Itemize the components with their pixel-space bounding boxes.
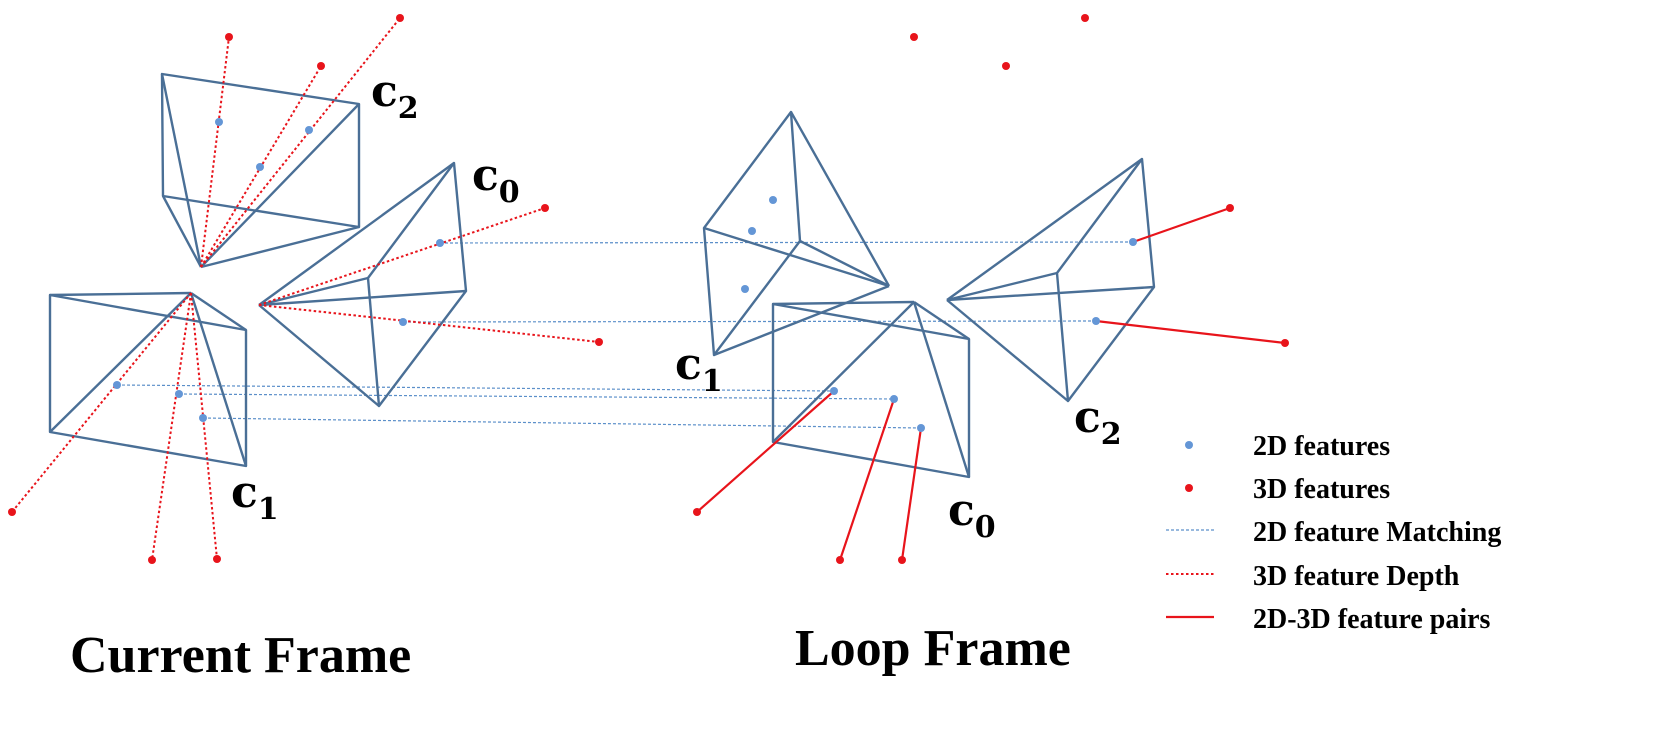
legend-blue-dot-icon [1185, 441, 1193, 449]
loop-camera-c1 [702, 110, 891, 357]
match-line [439, 241, 1134, 244]
label-current-c2: c2 [371, 66, 419, 126]
feature-3d-dot [910, 33, 918, 41]
feature-3d-dot [225, 33, 233, 41]
depth-rays [11, 17, 600, 561]
feature-3d-dot [898, 556, 906, 564]
feature-2d-dot [741, 285, 749, 293]
feature-2d-dot [436, 239, 444, 247]
feature-3d-dot [213, 555, 221, 563]
feature-2d-dot [113, 381, 121, 389]
match-line [178, 393, 895, 400]
legend-red-dot-icon [1185, 484, 1193, 492]
feature-3d-dot [8, 508, 16, 516]
title-current-frame: Current Frame [70, 627, 411, 684]
title-loop-frame: Loop Frame [795, 620, 1071, 677]
feature-3d-dot [836, 556, 844, 564]
legend-label: 2D features [1253, 431, 1390, 462]
feature-3d-dot [595, 338, 603, 346]
feature-2d-dot [830, 387, 838, 395]
feature-2d-dot [305, 126, 313, 134]
feature-2d-dot [890, 395, 898, 403]
image-plane [366, 161, 468, 408]
feature-2d-dot [215, 118, 223, 126]
feature-pairs [696, 206, 1286, 561]
features-3d [8, 14, 1289, 564]
feature-3d-dot [317, 62, 325, 70]
feature-2d-dot [769, 196, 777, 204]
feature-3d-dot [1002, 62, 1010, 70]
label-loop-c0: c0 [948, 485, 996, 545]
image-plane [48, 293, 248, 468]
current-camera-c1 [48, 291, 248, 468]
label-current-c1: c1 [231, 467, 279, 527]
legend-label: 3D features [1253, 474, 1390, 505]
loop-camera-c0 [771, 300, 971, 479]
match-line [202, 417, 922, 429]
matching-lines [116, 241, 1134, 429]
feature-3d-dot [693, 508, 701, 516]
image-plane [1055, 157, 1156, 403]
feature-3d-dot [1226, 204, 1234, 212]
feature-2d-dot [199, 414, 207, 422]
feature-3d-dot [1281, 339, 1289, 347]
feature-3d-dot [396, 14, 404, 22]
current-camera-c2 [160, 72, 361, 269]
feature-2d-dot [748, 227, 756, 235]
feature-3d-dot [148, 556, 156, 564]
feature-2d-dot [175, 390, 183, 398]
loop-camera-c2 [946, 157, 1156, 403]
legend-label: 2D-3D feature pairs [1253, 604, 1491, 635]
match-line [116, 384, 835, 392]
feature-2d-dot [399, 318, 407, 326]
feature-2d-dot [1129, 238, 1137, 246]
features-2d [113, 118, 1137, 432]
label-loop-c2: c2 [1074, 392, 1122, 452]
feature-3d-dot [1081, 14, 1089, 22]
legend-label: 2D feature Matching [1253, 517, 1501, 548]
feature-2d-dot [256, 163, 264, 171]
feature-3d-dot [541, 204, 549, 212]
feature-2d-dot [917, 424, 925, 432]
match-line [402, 320, 1097, 323]
label-loop-c1: c1 [675, 339, 723, 399]
legend: 2D features 3D features 2D feature Match… [1166, 431, 1501, 635]
label-current-c0: c0 [472, 150, 520, 210]
legend-label: 3D feature Depth [1253, 561, 1460, 592]
feature-2d-dot [1092, 317, 1100, 325]
current-camera-c0 [258, 161, 468, 408]
